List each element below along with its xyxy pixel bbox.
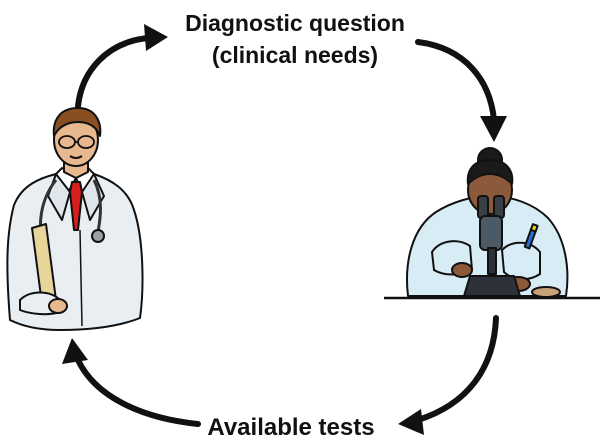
arrow-lab-to-tests: [415, 315, 499, 423]
stethoscope-bell: [91, 229, 105, 243]
scientist-hair: [466, 159, 514, 185]
doctor-coat-seam: [79, 229, 83, 327]
doctor-mouth: [69, 155, 83, 159]
scientist-hand-left: [451, 262, 473, 278]
cycle-arrows: [62, 24, 507, 435]
lab-scientist-illustration: [384, 147, 600, 300]
scientist-arm-right: [501, 241, 541, 280]
arrow-question-to-lab: [415, 39, 497, 123]
microscope-icon: [463, 195, 521, 297]
diagnostic-question-label: Diagnostic question: [185, 10, 405, 36]
arrowhead-question-to-lab: [480, 116, 507, 142]
doctor-hand: [48, 298, 68, 314]
available-tests-label: Available tests: [207, 414, 375, 441]
arrowhead-tests-to-doctor: [62, 338, 88, 364]
arrowhead-lab-to-tests: [398, 409, 424, 435]
specimen-dish: [531, 286, 561, 298]
doctor-glasses: [58, 135, 95, 149]
arrow-doctor-to-question: [75, 35, 151, 109]
doctor-illustration: [6, 107, 144, 331]
doctor-lapel-right: [81, 173, 105, 221]
arrowhead-doctor-to-question: [144, 24, 168, 51]
clinical-needs-label: (clinical needs): [211, 42, 379, 68]
pen-icon: [523, 223, 539, 250]
arrow-tests-to-doctor: [75, 357, 201, 427]
doctor-hair: [52, 107, 102, 137]
